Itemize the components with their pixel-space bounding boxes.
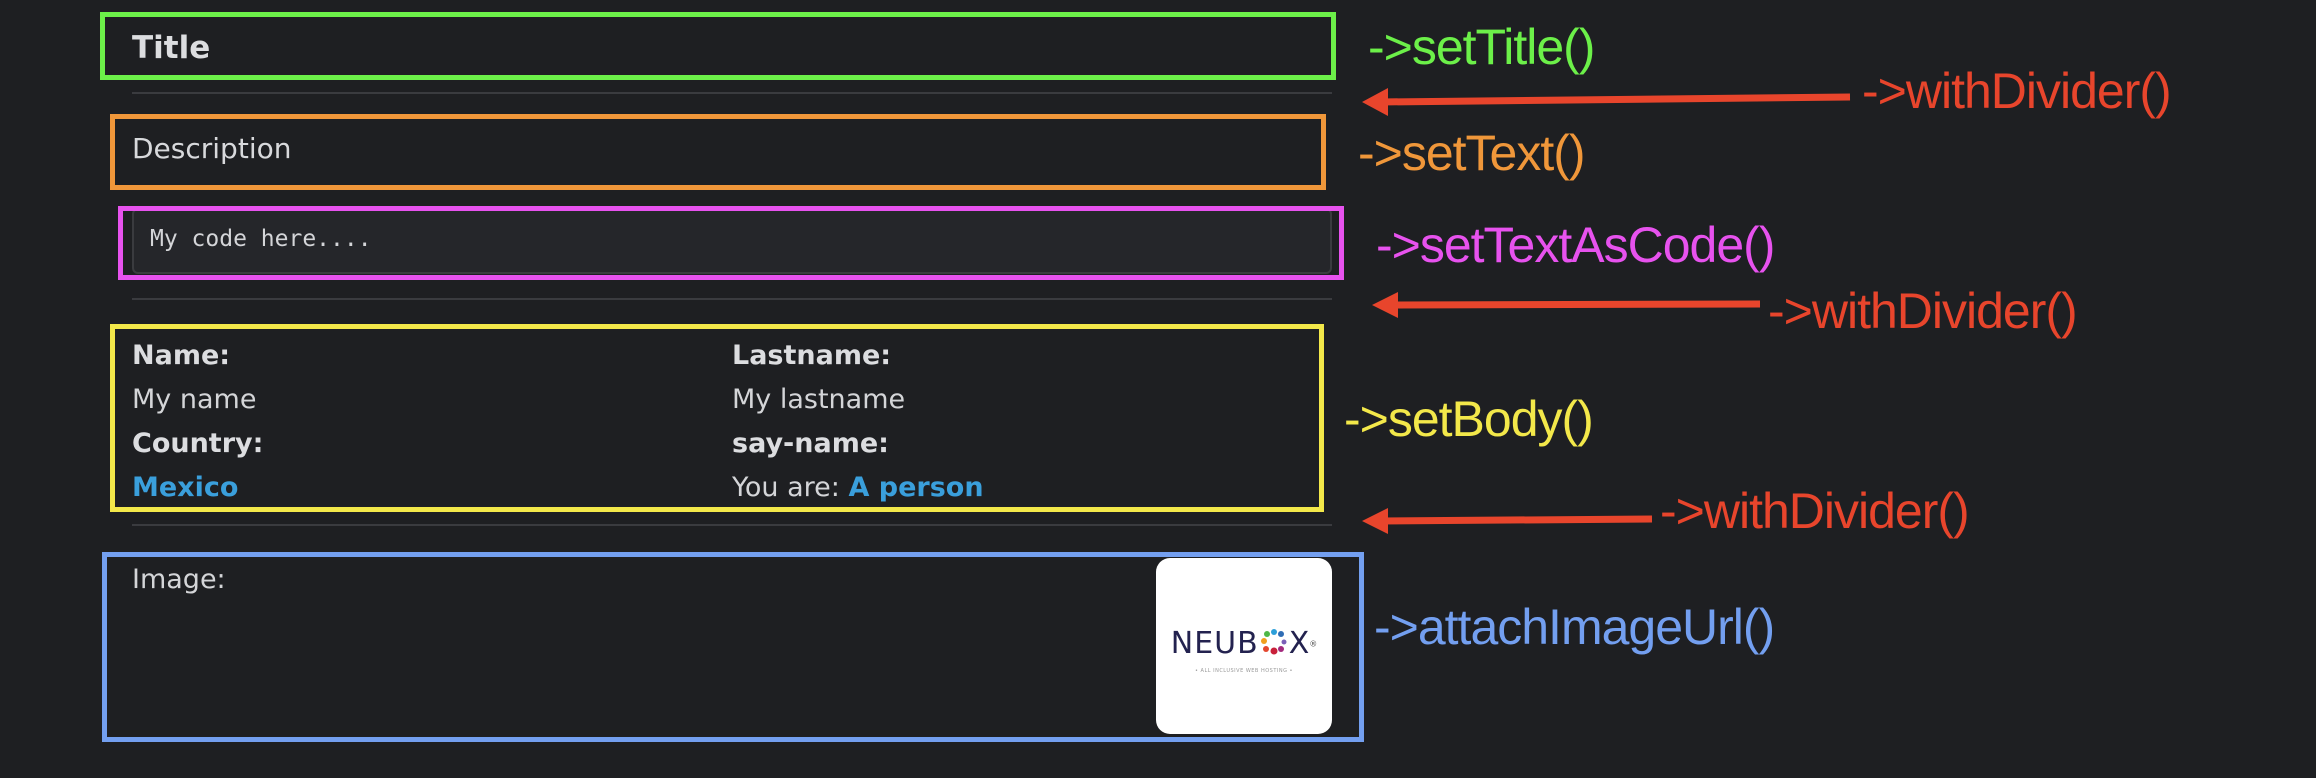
field-label-country: Country: [132, 428, 264, 459]
field-label-say-name: say-name: [732, 428, 889, 459]
annotation-set-body: ->setBody() [1344, 391, 1594, 447]
arrow-left-icon [1362, 508, 1653, 534]
arrow-left-icon [1362, 88, 1851, 116]
card-description: Description [132, 132, 292, 165]
field-value-say-name: You are: A person [732, 472, 984, 503]
divider-3 [132, 524, 1332, 526]
colorful-dots-icon [1259, 629, 1289, 655]
say-name-link[interactable]: A person [848, 472, 984, 503]
image-label: Image: [132, 564, 226, 595]
annotation-set-title: ->setTitle() [1368, 19, 1595, 75]
annotation-attach-image-url: ->attachImageUrl() [1374, 599, 1775, 655]
annotation-with-divider-1: ->withDivider() [1862, 63, 2172, 119]
annotation-set-text-as-code: ->setTextAsCode() [1376, 217, 1775, 273]
field-value-lastname: My lastname [732, 384, 906, 415]
say-name-prefix: You are: [732, 472, 849, 503]
neubox-logo-image[interactable]: NEUB X® • ALL INCLUSIVE WEB HOSTING • [1156, 558, 1332, 734]
title-highlight-box [100, 12, 1336, 80]
text-highlight-box [110, 114, 1326, 190]
registered-mark: ® [1309, 639, 1318, 649]
field-value-name: My name [132, 384, 257, 415]
annotation-with-divider-2: ->withDivider() [1768, 283, 2078, 339]
logo-wordmark: NEUB X® [1156, 626, 1332, 661]
card-title: Title [132, 30, 211, 66]
logo-tagline: • ALL INCLUSIVE WEB HOSTING • [1194, 668, 1293, 674]
image-highlight-box [102, 552, 1364, 742]
field-label-lastname: Lastname: [732, 340, 892, 371]
divider-2 [132, 298, 1332, 300]
logo-text-left: NEUB [1170, 626, 1259, 661]
code-text: My code here.... [150, 226, 372, 252]
divider-1 [132, 92, 1332, 94]
code-block: My code here.... [132, 208, 1332, 274]
annotation-set-text: ->setText() [1358, 125, 1586, 181]
field-value-country-link[interactable]: Mexico [132, 472, 239, 503]
logo-text-right: X [1288, 626, 1310, 661]
arrow-left-icon [1372, 292, 1761, 318]
field-label-name: Name: [132, 340, 231, 371]
body-highlight-box [110, 324, 1324, 512]
annotation-with-divider-3: ->withDivider() [1660, 483, 1970, 539]
code-highlight-box [118, 206, 1344, 280]
